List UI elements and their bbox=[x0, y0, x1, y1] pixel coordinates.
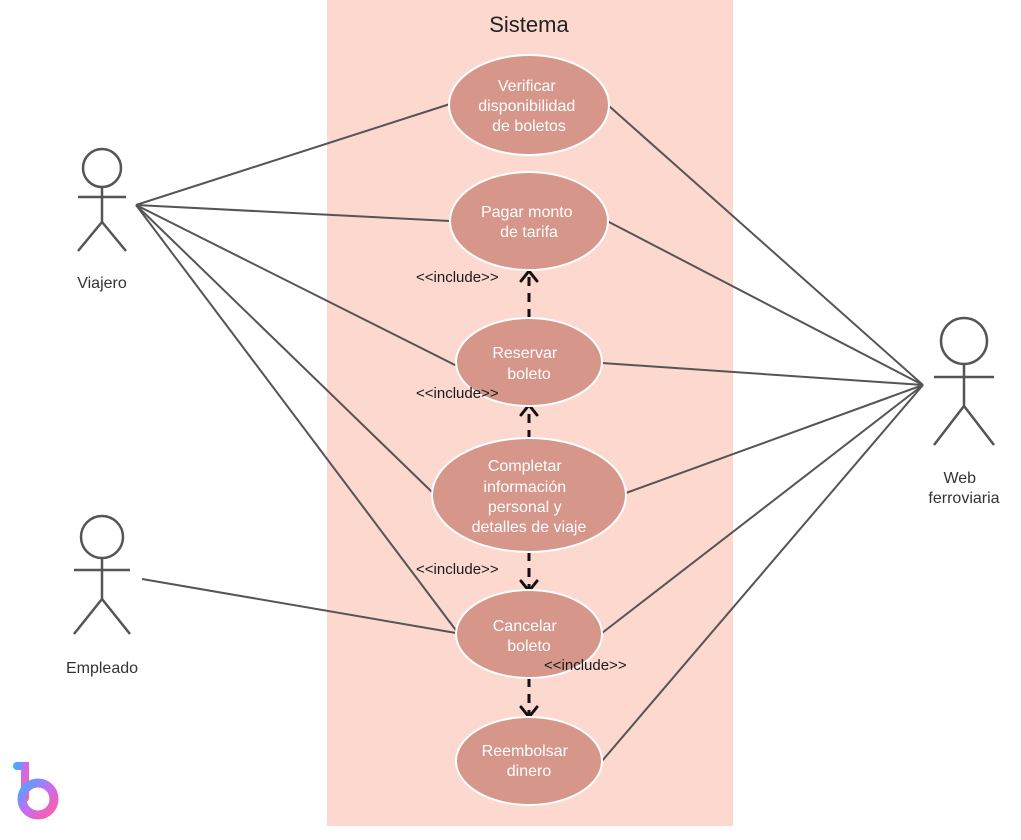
assoc-web-completar bbox=[625, 384, 924, 494]
actor-label: Viajero bbox=[77, 275, 127, 292]
include-label: <<include>> bbox=[416, 269, 499, 286]
use-case-ellipse bbox=[455, 317, 603, 407]
include-label: <<include>> bbox=[416, 561, 499, 578]
use-case-verificar[interactable]: Verificar disponibilidad de boletos bbox=[448, 54, 610, 156]
assoc-viajero-cancelar bbox=[135, 204, 459, 634]
use-case-cancelar[interactable]: Cancelar boleto bbox=[455, 589, 603, 679]
use-case-label: Cancelar boleto bbox=[493, 618, 561, 655]
stick-figure-icon bbox=[73, 514, 131, 635]
association-lines bbox=[135, 103, 924, 762]
assoc-viajero-completar bbox=[135, 204, 434, 494]
actor-empleado[interactable]: Empleado bbox=[66, 514, 138, 677]
assoc-web-verificar bbox=[608, 105, 924, 386]
use-case-pagar[interactable]: Pagar monto de tarifa bbox=[449, 171, 609, 271]
use-case-label: Verificar disponibilidad de boletos bbox=[478, 78, 579, 135]
use-case-reservar[interactable]: Reservar boleto bbox=[455, 317, 603, 407]
system-title: Sistema bbox=[489, 12, 569, 37]
brand-logo-icon bbox=[13, 762, 59, 820]
assoc-empleado-cancelar bbox=[141, 578, 457, 634]
actor-label: Web ferroviaria bbox=[928, 470, 999, 507]
assoc-viajero-verificar bbox=[135, 103, 451, 206]
stick-figure-icon bbox=[77, 147, 127, 252]
include-label: <<include>> bbox=[416, 385, 499, 402]
use-case-label: Reembolsar dinero bbox=[482, 743, 573, 780]
use-case-ellipse bbox=[431, 437, 627, 553]
assoc-web-reembolsar bbox=[601, 384, 924, 762]
stick-figure-icon bbox=[933, 316, 995, 446]
use-case-label: Pagar monto de tarifa bbox=[481, 204, 577, 241]
use-case-completar[interactable]: Completar información personal y detalle… bbox=[431, 437, 627, 553]
assoc-viajero-reservar bbox=[135, 204, 458, 367]
actor-label: Empleado bbox=[66, 660, 138, 677]
use-case-ellipse bbox=[455, 589, 603, 679]
assoc-web-pagar bbox=[606, 220, 924, 386]
use-case-ellipse bbox=[448, 54, 610, 156]
use-case-ellipse bbox=[449, 171, 609, 271]
assoc-viajero-pagar bbox=[135, 204, 451, 222]
use-case-reembolsar[interactable]: Reembolsar dinero bbox=[455, 716, 603, 806]
actor-viajero[interactable]: Viajero bbox=[77, 147, 127, 292]
assoc-web-reservar bbox=[601, 362, 924, 386]
actor-web-ferroviaria[interactable]: Web ferroviaria bbox=[928, 316, 1000, 507]
use-case-label: Completar información personal y detalle… bbox=[472, 458, 587, 536]
use-case-ellipse bbox=[455, 716, 603, 806]
assoc-web-cancelar bbox=[601, 384, 924, 634]
include-label: <<include>> bbox=[544, 657, 627, 674]
use-case-label: Reservar boleto bbox=[492, 345, 561, 383]
